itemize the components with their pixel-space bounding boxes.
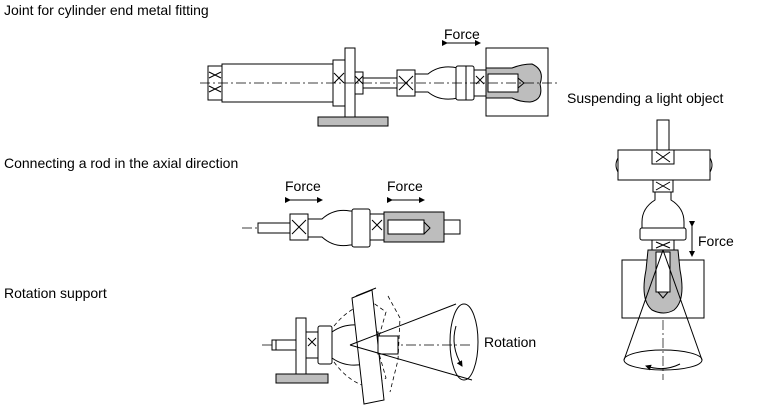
joint-force-label: Force (444, 26, 480, 42)
axial-force-left-label: Force (285, 178, 321, 194)
joint-title: Joint for cylinder end metal fitting (4, 2, 209, 18)
axial-rod-drawing (242, 197, 461, 248)
suspend-title: Suspending a light object (567, 90, 724, 106)
suspend-object-drawing (615, 119, 713, 380)
rotation-title: Rotation support (4, 285, 107, 301)
rotation-label: Rotation (484, 334, 537, 350)
axial-force-right-label: Force (387, 178, 423, 194)
cylinder-joint-drawing (200, 40, 560, 127)
axial-title: Connecting a rod in the axial direction (4, 155, 239, 171)
rotation-support-drawing (262, 287, 479, 405)
suspend-force-label: Force (698, 233, 734, 249)
